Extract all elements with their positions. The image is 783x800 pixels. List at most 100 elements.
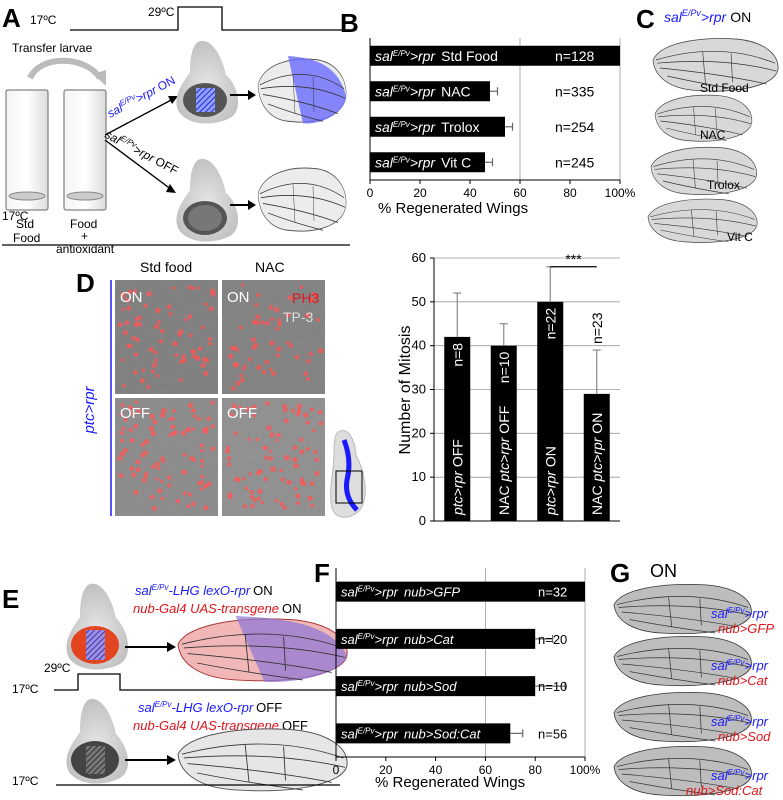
- ph3-dot: [288, 343, 294, 349]
- ph3-dot: [208, 341, 213, 346]
- ph3-dot: [139, 378, 145, 384]
- micrograph-std-on-label: ON: [120, 289, 143, 306]
- g-nub-label: nub>Sod: [718, 729, 771, 744]
- ph3-dot: [285, 312, 291, 318]
- wing-disc-on-icon: [176, 40, 239, 124]
- ph3-dot: [306, 377, 311, 382]
- ph3-dot: [318, 421, 324, 426]
- y-tick-label: 30: [412, 382, 426, 397]
- ph3-dot: [265, 401, 270, 406]
- ph3-dot: [255, 292, 260, 298]
- bar-category-label: ptc>rpr OFF: [449, 439, 465, 516]
- ph3-dot: [133, 321, 139, 328]
- ph3-dot: [124, 297, 131, 303]
- x-tick-label: 60: [513, 186, 527, 200]
- ph3-dot: [136, 408, 142, 414]
- ph3-dot: [171, 416, 176, 421]
- y-tick-label: 0: [419, 513, 426, 528]
- ph3-dot: [186, 504, 191, 509]
- ph3-dot: [187, 285, 192, 290]
- genotype-on-label: salE/Pv>rprON: [104, 72, 177, 120]
- x-tick-label: 0: [367, 186, 374, 200]
- x-tick-label: 80: [563, 186, 577, 200]
- ph3-dot: [155, 307, 161, 314]
- ph3-dot: [313, 450, 318, 455]
- wing-disc-e-on-icon: [66, 583, 129, 670]
- ph3-dot: [159, 412, 166, 419]
- ph3-dot: [143, 438, 150, 445]
- ph3-dot: [203, 426, 209, 432]
- ph3-dot: [188, 333, 193, 338]
- ph3-dot: [133, 489, 139, 495]
- ph3-dot: [122, 330, 128, 336]
- ph3-dot: [268, 304, 274, 310]
- ph3-dot: [252, 413, 257, 418]
- ph3-dot: [286, 340, 290, 345]
- ph3-dot: [232, 361, 239, 368]
- ph3-dot: [172, 286, 176, 290]
- micrograph-nac-on-label: ON: [227, 289, 250, 306]
- ph3-dot: [200, 458, 205, 464]
- ph3-dot: [210, 400, 215, 405]
- panel-e-letter: E: [2, 584, 19, 614]
- ph3-dot: [238, 405, 242, 409]
- panel-d: D Std food NAC ptc>rpr ON ON PH3 TP-3 OF…: [76, 250, 620, 528]
- g-genotype-label: salE/Pv>rpr: [711, 768, 769, 783]
- y-tick-label: 60: [412, 250, 426, 265]
- ph3-dot: [265, 320, 270, 326]
- ph3-dot: [277, 318, 282, 323]
- ph3-dot: [134, 400, 139, 404]
- ph3-dot: [196, 286, 201, 290]
- micrograph-nac-off-label: OFF: [227, 405, 257, 422]
- ph3-dot: [190, 349, 194, 353]
- arrowhead-wing-on-icon: [248, 90, 256, 100]
- ph3-dot: [135, 459, 141, 465]
- ph3-dot: [261, 369, 267, 375]
- y-tick-label: 20: [412, 425, 426, 440]
- panel-a: A 17ºC 29ºC Transfer larvae Std Food Foo…: [2, 3, 350, 256]
- ph3-dot: [152, 419, 158, 425]
- bar: [370, 45, 620, 66]
- ph3-dot: [275, 353, 280, 358]
- ph3-dot: [141, 368, 146, 372]
- n-label: n=8: [449, 343, 465, 367]
- row-label-ptc-rpr: ptc>rpr: [81, 385, 98, 434]
- n-label: n=22: [542, 308, 558, 340]
- ph3-dot: [263, 478, 267, 482]
- chart-f-xlabel: % Regenerated Wings: [375, 774, 525, 791]
- n-label: n=10: [496, 351, 512, 383]
- ph3-dot: [143, 473, 149, 479]
- ph3-dot: [255, 314, 261, 320]
- panel-c-letter: C: [636, 4, 655, 34]
- ph3-dot: [273, 307, 280, 313]
- ph3-dot: [119, 431, 124, 436]
- ph3-dot: [264, 455, 269, 460]
- ph3-dot: [309, 481, 315, 486]
- ph3-dot: [188, 492, 193, 497]
- ph3-dot: [294, 354, 300, 360]
- n-label: n=10: [538, 679, 567, 694]
- ph3-dot: [317, 409, 323, 415]
- ph3-dot: [185, 426, 192, 433]
- bar: [370, 152, 485, 173]
- ph3-dot: [134, 337, 140, 343]
- ph3-dot: [157, 488, 163, 494]
- panel-g-letter: G: [610, 558, 630, 588]
- ph3-dot: [168, 432, 173, 437]
- x-tick-label: 0: [333, 763, 340, 777]
- ph3-dot: [192, 414, 197, 419]
- ph3-dot: [200, 474, 205, 479]
- arrowhead-wing-off-icon: [248, 200, 256, 210]
- ph3-dot: [178, 329, 184, 334]
- y-tick-label: 50: [412, 294, 426, 309]
- bar: [444, 336, 471, 521]
- bar: [583, 393, 610, 521]
- significance-label: ***: [565, 251, 582, 267]
